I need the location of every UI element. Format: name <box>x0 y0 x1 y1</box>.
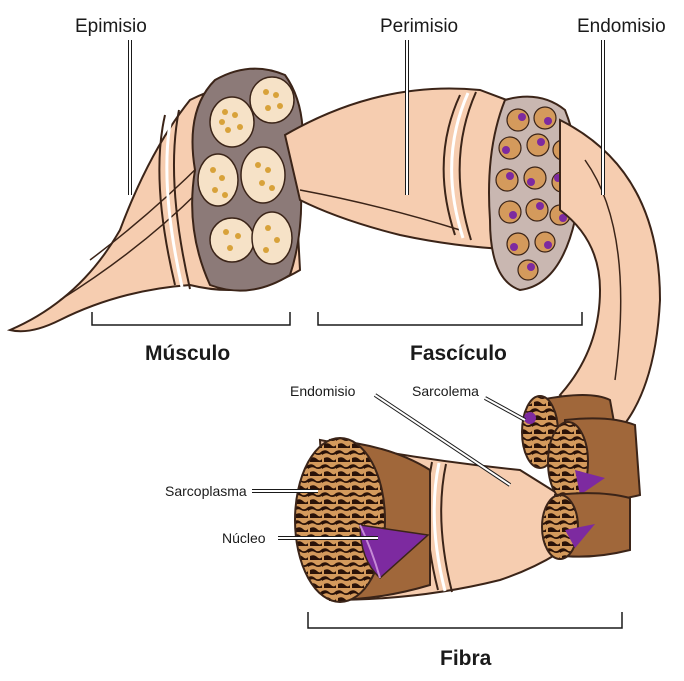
label-endomisio-top: Endomisio <box>577 16 666 37</box>
label-fasciculo: Fascículo <box>410 342 507 365</box>
label-nucleo: Núcleo <box>222 530 266 546</box>
label-epimisio: Epimisio <box>75 16 147 37</box>
muscle-cross-section <box>192 69 303 291</box>
label-sarcoplasma: Sarcoplasma <box>165 483 247 499</box>
label-endomisio-mid: Endomisio <box>290 383 356 399</box>
label-musculo: Músculo <box>145 342 230 365</box>
label-sarcolema: Sarcolema <box>412 383 479 399</box>
fascicle-tail <box>560 120 660 440</box>
fiber-bundle <box>295 395 640 602</box>
label-perimisio: Perimisio <box>380 16 458 37</box>
label-fibra: Fibra <box>440 647 492 670</box>
